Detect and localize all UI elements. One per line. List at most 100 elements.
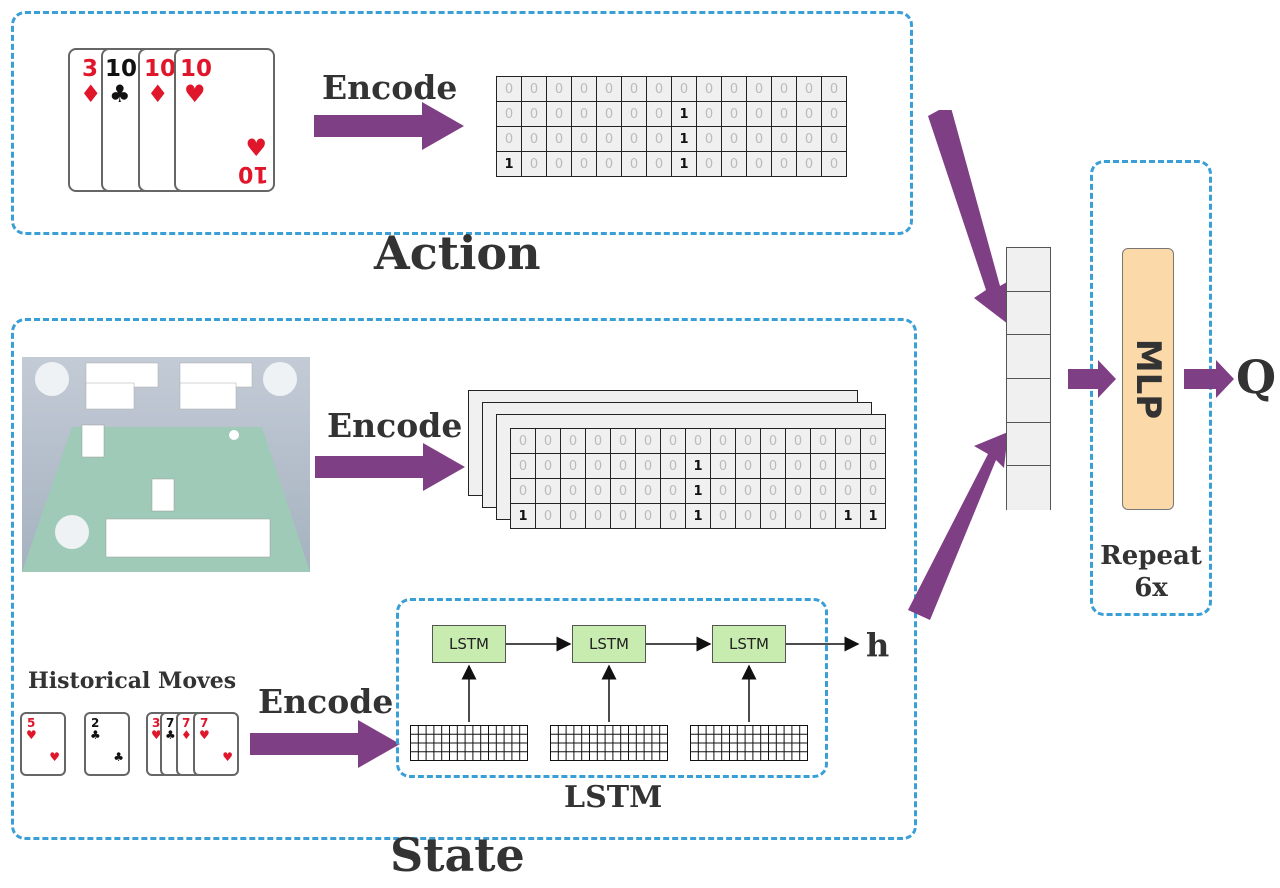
- matrix-cell: 0: [785, 453, 811, 479]
- matrix-cell: 0: [821, 126, 847, 152]
- card-rank: 10: [144, 56, 177, 82]
- matrix-cell: 1: [671, 126, 697, 152]
- matrix-cell: 0: [646, 151, 672, 177]
- matrix-cell: 0: [771, 76, 797, 102]
- card-rank: 10: [180, 56, 213, 82]
- matrix-cell: 0: [521, 76, 547, 102]
- matrix-cell: 0: [721, 76, 747, 102]
- matrix-cell: 0: [796, 101, 822, 127]
- vector-to-mlp-arrow: [1068, 360, 1116, 398]
- matrix-cell: 0: [721, 101, 747, 127]
- matrix-cell: 0: [710, 453, 736, 479]
- grid-mesh: [550, 725, 668, 761]
- mlp-block: MLP: [1122, 248, 1174, 510]
- matrix-cell: 0: [521, 151, 547, 177]
- matrix-cell: 0: [585, 428, 611, 454]
- matrix-cell: 0: [610, 503, 636, 529]
- card-rank: 10: [238, 161, 269, 186]
- action-encode-label: Encode: [322, 68, 458, 107]
- matrix-cell: 0: [735, 478, 761, 504]
- matrix-cell: 0: [621, 76, 647, 102]
- grid-mesh: [690, 725, 808, 761]
- matrix-cell: 0: [521, 126, 547, 152]
- matrix-cell: 0: [760, 428, 786, 454]
- diamond-icon: ♦: [147, 80, 169, 108]
- matrix-cell: 0: [635, 453, 661, 479]
- action-encode-arrow: [314, 102, 464, 150]
- matrix-cell: 0: [771, 126, 797, 152]
- club-icon: ♣: [113, 750, 124, 764]
- matrix-cell: 0: [546, 151, 572, 177]
- state-section-border: [11, 318, 917, 840]
- matrix-cell: 0: [596, 76, 622, 102]
- matrix-cell: 0: [635, 478, 661, 504]
- matrix-cell: 0: [510, 428, 536, 454]
- vector-cell: [1007, 466, 1050, 511]
- matrix-cell: 0: [810, 453, 836, 479]
- q-output-label: Q: [1236, 350, 1277, 404]
- mlp-to-q-arrow: [1184, 360, 1234, 398]
- matrix-cell: 0: [821, 101, 847, 127]
- matrix-cell: 0: [535, 478, 561, 504]
- repeat-label: Repeat 6x: [1094, 540, 1208, 604]
- matrix-cell: 0: [771, 101, 797, 127]
- matrix-cell: 0: [796, 126, 822, 152]
- concat-arrows: [908, 110, 1014, 620]
- matrix-cell: 0: [521, 101, 547, 127]
- matrix-cell: 0: [585, 453, 611, 479]
- lstm-box-border: [396, 598, 828, 778]
- matrix-cell: 0: [746, 101, 772, 127]
- history-card-6: 7 ♥ ♥: [193, 712, 239, 776]
- matrix-cell: 0: [696, 126, 722, 152]
- history-card-1: 5 ♥ ♥: [20, 712, 66, 776]
- matrix-cell: 0: [710, 478, 736, 504]
- card-rank: 7: [200, 716, 209, 730]
- matrix-cell: 0: [746, 76, 772, 102]
- matrix-cell: 0: [796, 151, 822, 177]
- history-card-2: 2 ♣ ♣: [84, 712, 130, 776]
- historical-moves-label: Historical Moves: [28, 668, 237, 694]
- matrix-cell: 1: [685, 503, 711, 529]
- matrix-cell: 0: [696, 151, 722, 177]
- card-rank: 2: [91, 716, 100, 730]
- matrix-cell: 0: [560, 503, 586, 529]
- matrix-cell: 0: [810, 428, 836, 454]
- action-card-4: 10 ♥ ♥ 10: [174, 48, 275, 192]
- game-table-screenshot: [22, 357, 310, 572]
- matrix-cell: 0: [760, 478, 786, 504]
- card-rank: 10: [105, 56, 138, 82]
- matrix-cell: 0: [735, 453, 761, 479]
- matrix-cell: 0: [735, 428, 761, 454]
- matrix-cell: 0: [835, 428, 861, 454]
- matrix-cell: 0: [560, 428, 586, 454]
- matrix-cell: 0: [660, 428, 686, 454]
- mlp-label: MLP: [1128, 338, 1168, 420]
- card-rank: 7: [166, 716, 175, 730]
- diamond-icon: ♦: [80, 80, 102, 108]
- matrix-cell: 0: [546, 76, 572, 102]
- lstm-connections: [461, 636, 860, 722]
- lstm-cell-1: LSTM: [432, 625, 506, 663]
- club-icon: ♣: [165, 728, 176, 742]
- matrix-cell: 0: [635, 428, 661, 454]
- heart-icon: ♥: [184, 80, 206, 108]
- matrix-cell: 0: [821, 151, 847, 177]
- heart-icon: ♥: [151, 728, 162, 742]
- lstm-input-grid-2: [550, 725, 668, 761]
- matrix-cell: 0: [785, 428, 811, 454]
- matrix-cell: 0: [810, 478, 836, 504]
- matrix-cell: 1: [685, 478, 711, 504]
- lstm-input-grid-3: [690, 725, 808, 761]
- card-rank: 3: [152, 716, 161, 730]
- matrix-cell: 0: [621, 126, 647, 152]
- matrix-cell: 1: [835, 503, 861, 529]
- matrix-cell: 0: [746, 126, 772, 152]
- matrix-cell: 0: [610, 453, 636, 479]
- game-table-illustration: [22, 362, 310, 572]
